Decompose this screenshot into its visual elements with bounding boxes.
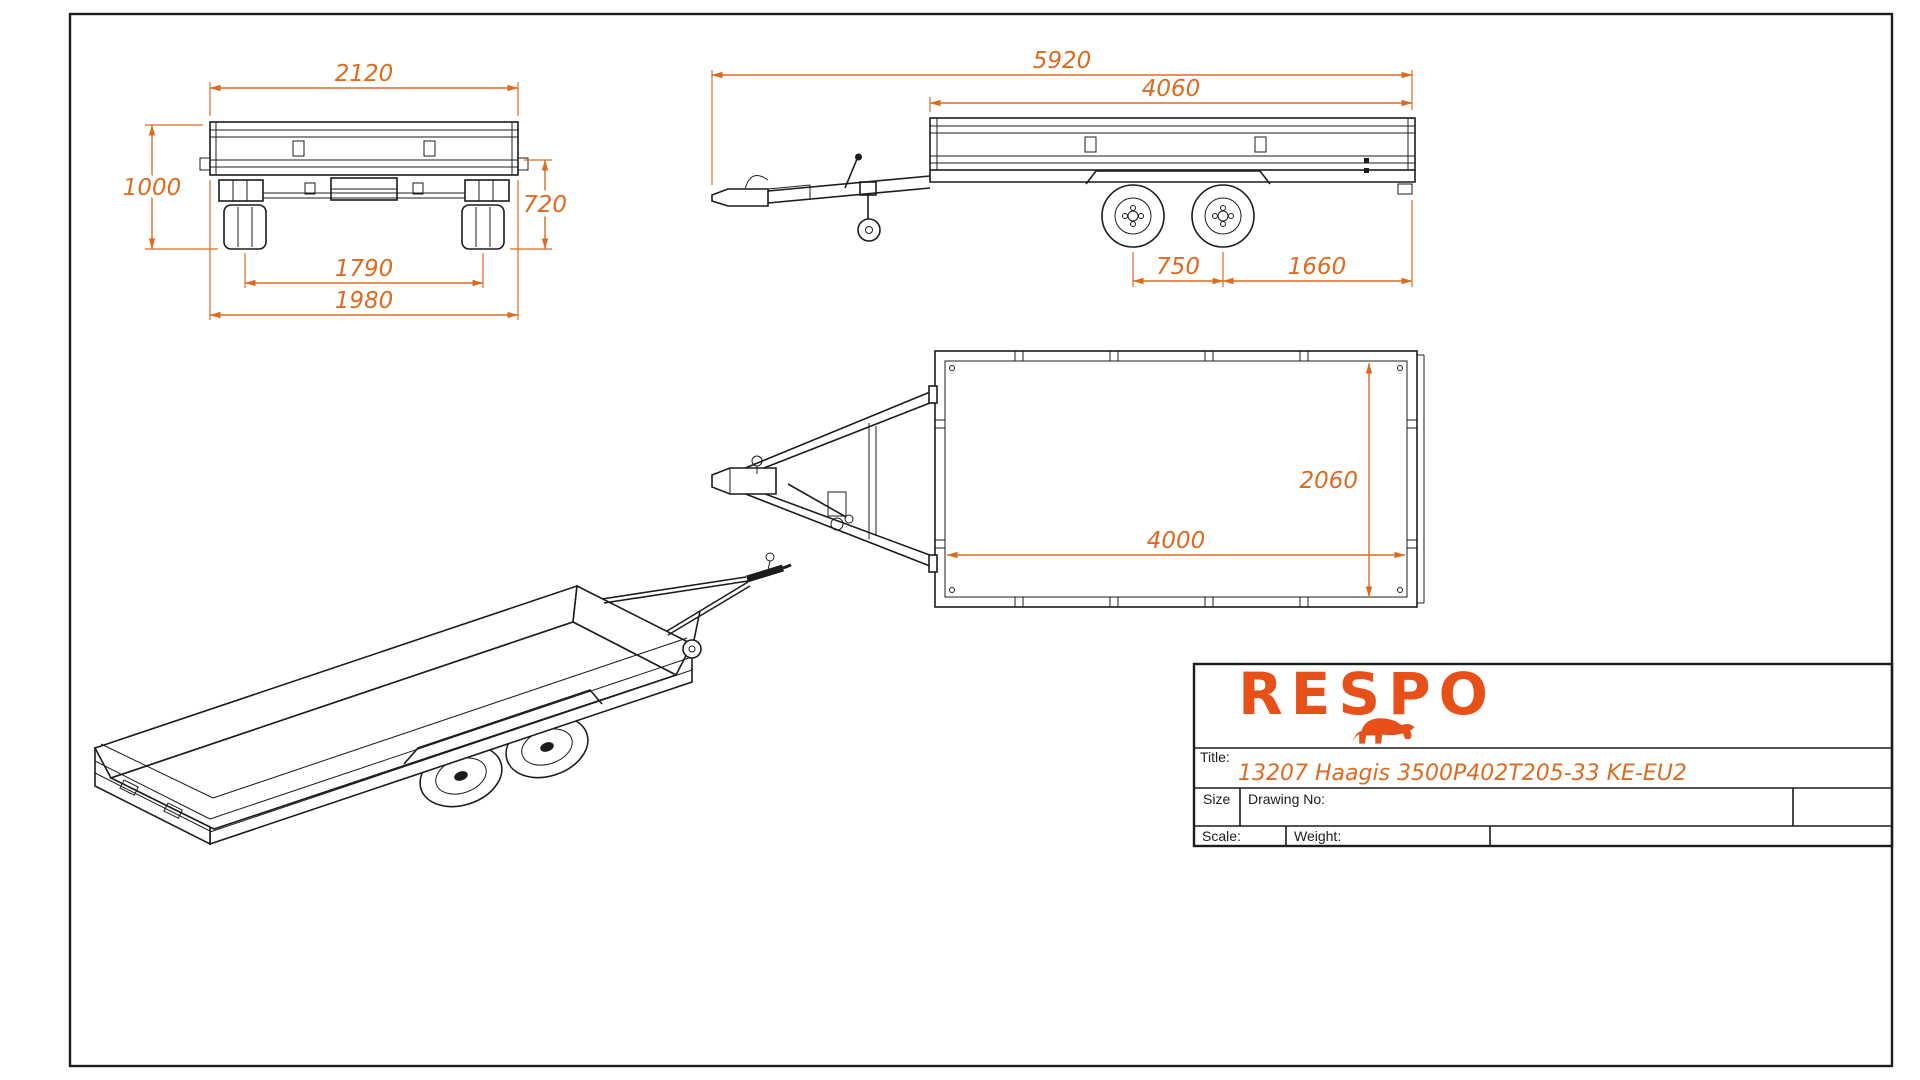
iso-fender xyxy=(403,689,603,765)
dim-side-axle-to-rear: 1660 xyxy=(1288,254,1347,280)
rear-view: 2120 1000 720 1790 1980 xyxy=(118,61,571,320)
iso-bed xyxy=(93,584,694,846)
iso-drawbar xyxy=(601,552,792,659)
dim-rear-frame-width: 1980 xyxy=(335,288,394,314)
sheet-border xyxy=(68,12,1894,1068)
top-bed-frame xyxy=(934,350,1425,608)
side-view-dimensions: 5920 4060 750 1660 xyxy=(711,48,1413,287)
rear-sideboard-panel xyxy=(199,121,529,176)
top-drawbar xyxy=(711,385,938,573)
dim-rear-overall-width: 2120 xyxy=(335,61,394,87)
dim-side-axle-spacing: 750 xyxy=(1156,254,1200,280)
rear-frame-and-lamps xyxy=(218,177,510,202)
jockey-wheel xyxy=(857,218,881,242)
rear-view-dimensions: 2120 1000 720 1790 1980 xyxy=(118,61,571,320)
dim-top-inner-width: 2060 xyxy=(1299,468,1358,494)
respo-logo-text: RESPO xyxy=(1238,660,1496,728)
scale-label: Scale: xyxy=(1202,828,1241,844)
dim-rear-overall-height: 1000 xyxy=(123,175,182,201)
dim-side-overall-length: 5920 xyxy=(1033,48,1092,74)
side-drawbar-and-coupling xyxy=(711,153,931,242)
title-label: Title: xyxy=(1200,749,1230,765)
title-block: RESPO Title: 13207 Haagis 3500P402T205-3… xyxy=(1192,660,1894,848)
dim-rear-loading-height: 720 xyxy=(523,192,567,218)
top-view-dimensions: 2060 4000 xyxy=(946,362,1406,598)
dim-top-inner-length: 4000 xyxy=(1147,528,1206,554)
dim-side-bed-length: 4060 xyxy=(1142,76,1201,102)
top-view: 2060 4000 xyxy=(711,350,1425,608)
rear-wheels xyxy=(223,204,505,250)
respo-bull-icon xyxy=(1352,718,1415,744)
side-wheels-and-fender xyxy=(1085,170,1271,248)
dim-rear-track-width: 1790 xyxy=(335,256,394,282)
side-view: 5920 4060 750 1660 xyxy=(711,48,1416,287)
rear-light-bar xyxy=(1417,354,1425,604)
drawing-title: 13207 Haagis 3500P402T205-33 KE-EU2 xyxy=(1238,761,1687,786)
isometric-view xyxy=(93,552,792,846)
drawing-no-label: Drawing No: xyxy=(1248,791,1325,807)
size-label: Size xyxy=(1203,791,1230,807)
weight-label: Weight: xyxy=(1294,828,1341,844)
